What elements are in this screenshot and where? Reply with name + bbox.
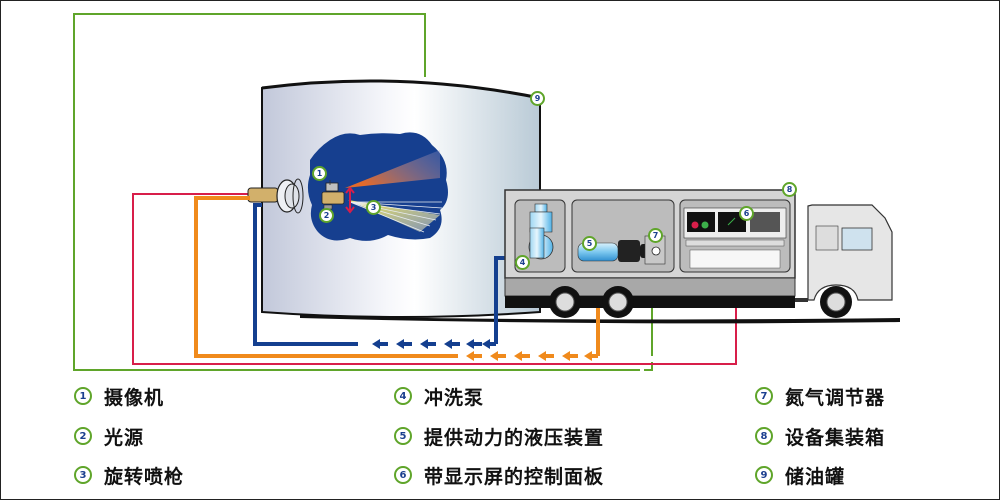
legend-number-badge: 3 bbox=[74, 466, 92, 484]
legend-label: 带显示屏的控制面板 bbox=[424, 465, 605, 488]
truck-wheels bbox=[549, 286, 852, 318]
callout-camera: 1 bbox=[312, 166, 327, 181]
callout-flush-pump: 4 bbox=[515, 255, 530, 270]
legend-item: 2 光源 bbox=[74, 421, 144, 451]
nitrogen-regulator bbox=[644, 235, 666, 265]
callout-equipment-container: 8 bbox=[782, 182, 797, 197]
legend-item: 9 储油罐 bbox=[755, 460, 845, 490]
flow-arrows-blue bbox=[372, 339, 496, 349]
legend-item: 6 带显示屏的控制面板 bbox=[394, 460, 604, 490]
control-panel bbox=[683, 207, 787, 269]
legend-label: 设备集装箱 bbox=[785, 426, 886, 449]
legend-item: 8 设备集装箱 bbox=[755, 421, 885, 451]
legend-label: 提供动力的液压装置 bbox=[424, 426, 605, 449]
legend-item: 5 提供动力的液压装置 bbox=[394, 421, 604, 451]
legend-number-badge: 6 bbox=[394, 466, 412, 484]
legend-item: 1 摄像机 bbox=[74, 381, 164, 411]
legend-label: 旋转喷枪 bbox=[104, 465, 185, 488]
legend-item: 7 氮气调节器 bbox=[755, 381, 885, 411]
ground-shadow bbox=[300, 315, 900, 324]
legend-number-badge: 4 bbox=[394, 387, 412, 405]
callout-nitrogen-regulator: 7 bbox=[648, 228, 663, 243]
callout-light-source: 2 bbox=[319, 208, 334, 223]
legend-number-badge: 5 bbox=[394, 427, 412, 445]
legend-label: 光源 bbox=[104, 426, 145, 449]
flush-pump bbox=[528, 203, 554, 260]
callout-oil-tank: 9 bbox=[530, 91, 545, 106]
control-cable-line bbox=[132, 193, 737, 365]
callout-hydraulic-unit: 5 bbox=[582, 236, 597, 251]
legend-number-badge: 1 bbox=[74, 387, 92, 405]
legend-item: 3 旋转喷枪 bbox=[74, 460, 184, 490]
legend-number-badge: 9 bbox=[755, 466, 773, 484]
legend-label: 储油罐 bbox=[785, 465, 846, 488]
legend-number-badge: 8 bbox=[755, 427, 773, 445]
callout-control-panel: 6 bbox=[739, 206, 754, 221]
tank-interior-cavity bbox=[307, 132, 448, 241]
legend-label: 氮气调节器 bbox=[785, 386, 886, 409]
legend-item: 4 冲洗泵 bbox=[394, 381, 484, 411]
camera-assembly bbox=[247, 178, 355, 214]
legend-label: 摄像机 bbox=[104, 386, 165, 409]
callout-rotating-nozzle: 3 bbox=[366, 200, 381, 215]
flow-arrows-orange bbox=[466, 351, 598, 361]
truck-cab bbox=[795, 204, 893, 302]
legend-number-badge: 2 bbox=[74, 427, 92, 445]
legend-label: 冲洗泵 bbox=[424, 386, 485, 409]
legend-number-badge: 7 bbox=[755, 387, 773, 405]
